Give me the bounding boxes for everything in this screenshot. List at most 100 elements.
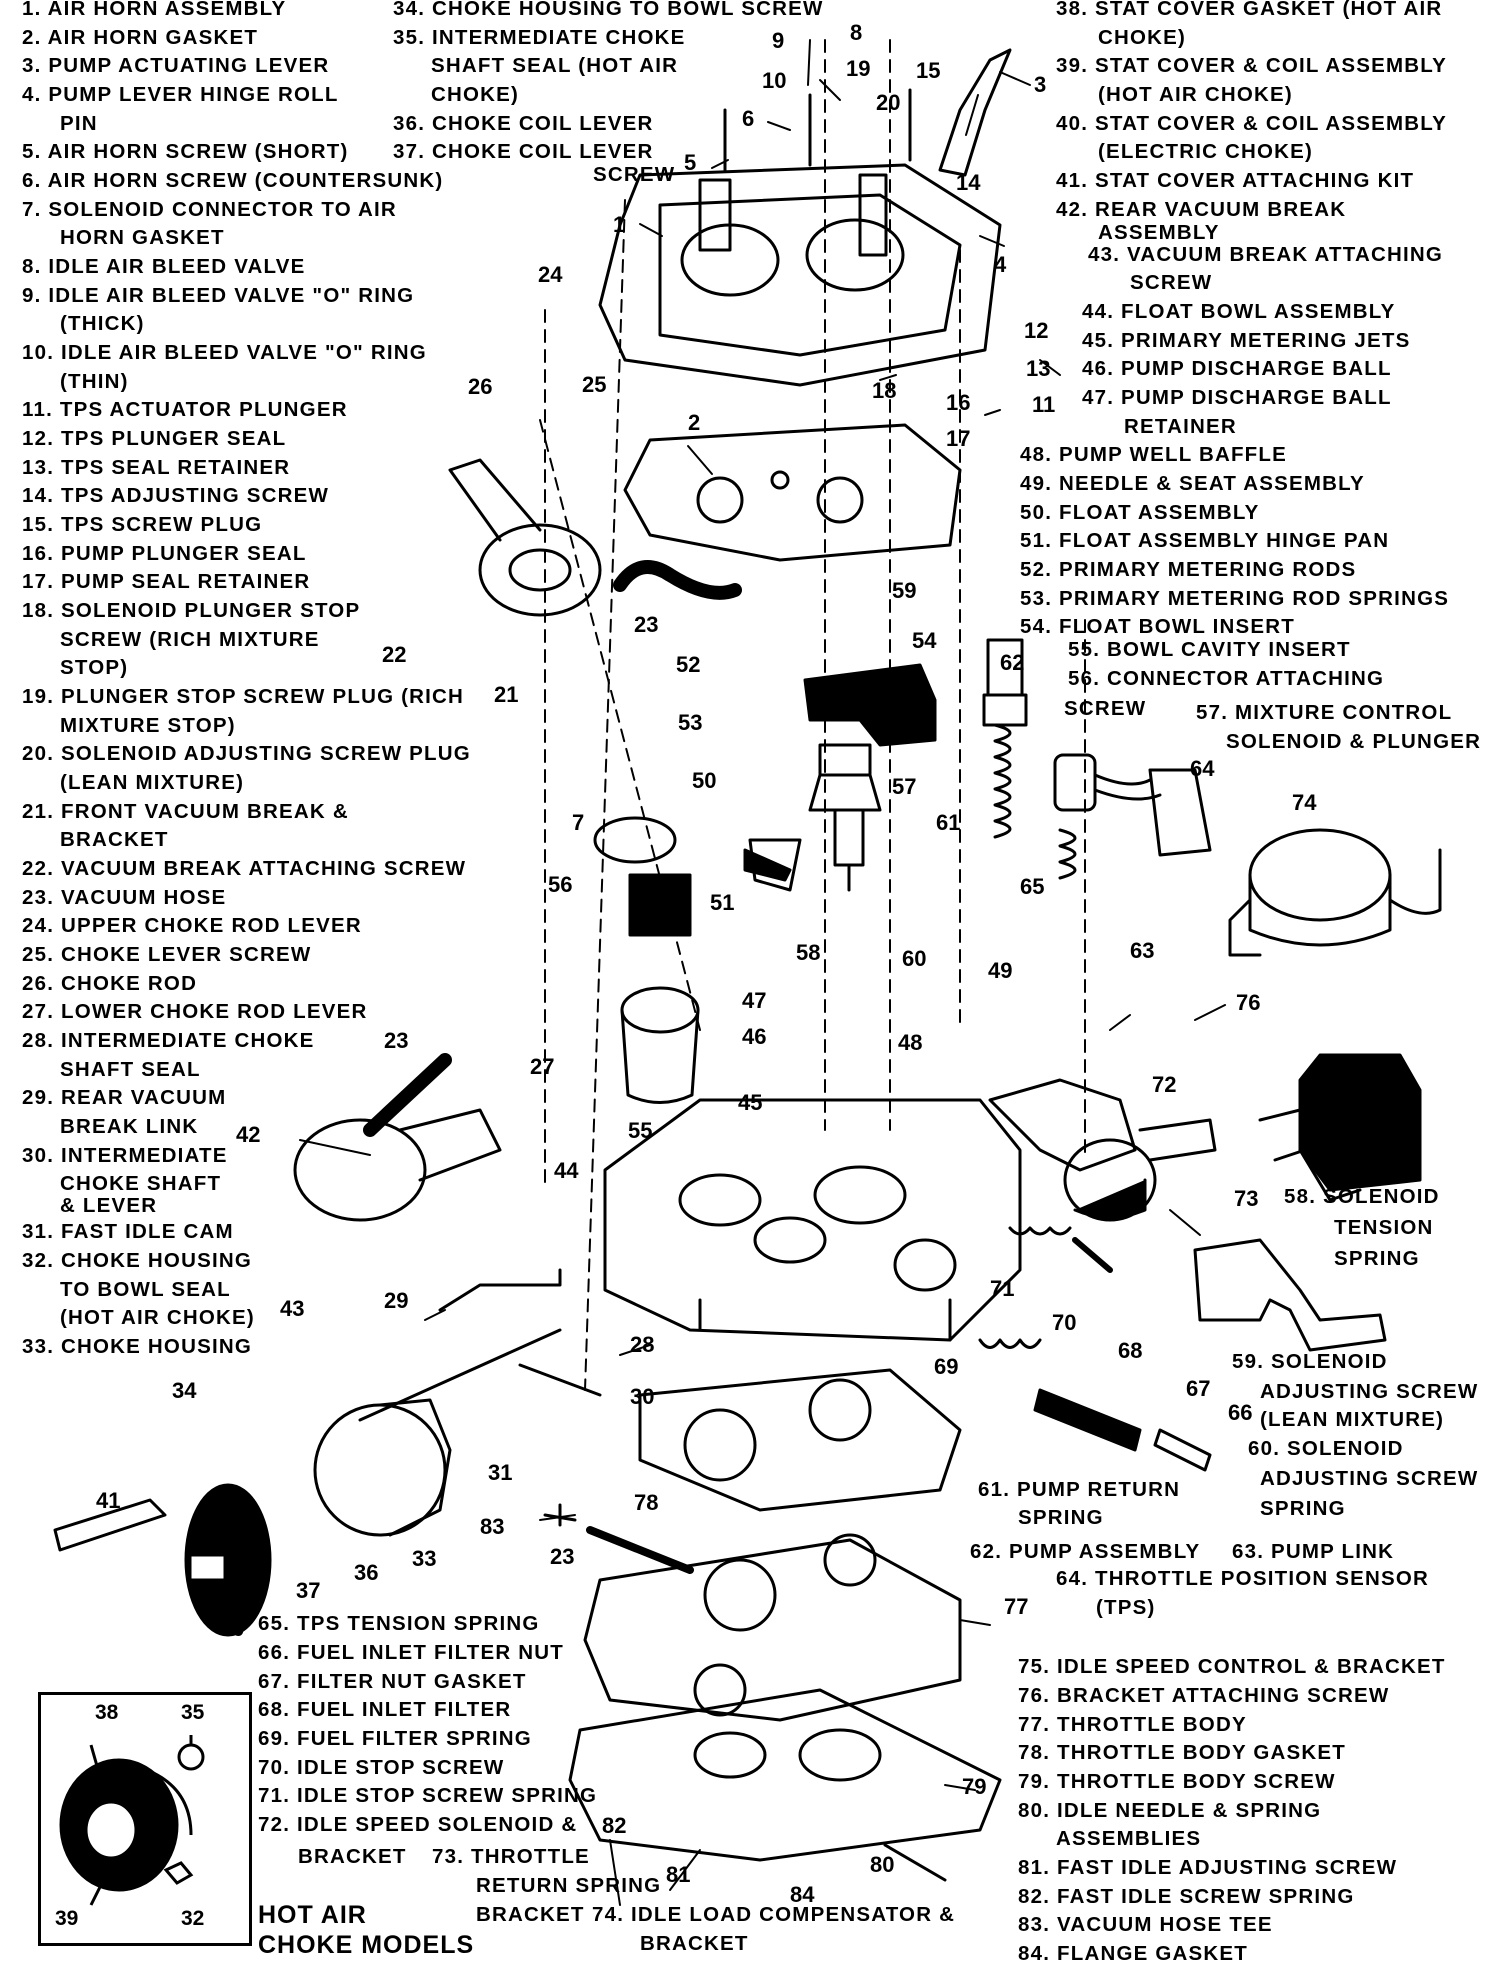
legend-item-58: 58. SOLENOID: [1284, 1185, 1440, 1208]
float-assembly: [743, 838, 802, 892]
legend-item-45: 45. PRIMARY METERING JETS: [1082, 329, 1411, 352]
throttle-body: [583, 1533, 962, 1722]
legend-item-47-cont: RETAINER: [1124, 415, 1237, 438]
callout-65: 65: [1020, 874, 1045, 899]
legend-item-28: 28. INTERMEDIATE CHOKE: [22, 1029, 315, 1052]
legend-item-11: 11. TPS ACTUATOR PLUNGER: [22, 398, 348, 421]
callout-11: 11: [1032, 392, 1056, 417]
callout-70: 70: [1052, 1310, 1077, 1335]
callout-53: 53: [678, 710, 703, 735]
callout-52: 52: [676, 652, 701, 677]
callout-19: 19: [846, 56, 871, 81]
legend-item-4-cont: PIN: [60, 112, 98, 135]
legend-item-17: 17. PUMP SEAL RETAINER: [22, 570, 311, 593]
callout-84: 84: [790, 1882, 815, 1907]
legend-item-30-cont: CHOKE SHAFT: [60, 1172, 222, 1195]
pump-actuating-lever: [938, 48, 1012, 177]
legend-item-64-cont: (TPS): [1096, 1596, 1156, 1619]
callout-24: 24: [538, 262, 563, 287]
legend-item-42-cont: ASSEMBLY: [1098, 221, 1220, 244]
legend-item-14: 14. TPS ADJUSTING SCREW: [22, 484, 330, 507]
throttle-body-gasket: [638, 1368, 962, 1512]
legend-item-29-cont: BREAK LINK: [60, 1115, 199, 1138]
callout-33: 33: [412, 1546, 437, 1571]
legend-item-25: 25. CHOKE LEVER SCREW: [22, 943, 312, 966]
legend-item-18-cont2: STOP): [60, 656, 129, 679]
callout-62: 62: [1000, 650, 1025, 675]
legend-item-40-cont: (ELECTRIC CHOKE): [1098, 140, 1314, 163]
legend-item-5: 5. AIR HORN SCREW (SHORT): [22, 140, 349, 163]
callout-20: 20: [876, 90, 901, 115]
legend-item-77: 77. THROTTLE BODY: [1018, 1713, 1247, 1736]
legend-item-30: 30. INTERMEDIATE: [22, 1144, 228, 1167]
legend-item-38-cont: CHOKE): [1098, 26, 1187, 49]
callout-28: 28: [630, 1332, 655, 1357]
legend-item-35: 35. INTERMEDIATE CHOKE: [393, 26, 686, 49]
legend-item-73-cont: RETURN SPRING: [476, 1874, 662, 1897]
callout-75: 75: [1390, 1130, 1415, 1155]
legend-item-84: 84. FLANGE GASKET: [1018, 1942, 1248, 1965]
legend-item-83: 83. VACUUM HOSE TEE: [1018, 1913, 1273, 1936]
legend-item-35-cont2: CHOKE): [431, 83, 520, 106]
hot-air-choke-inset: 38 35 39 32: [38, 1692, 252, 1946]
legend-item-60-cont2: SPRING: [1260, 1497, 1346, 1520]
callout-17: 17: [946, 426, 971, 451]
callout-80: 80: [870, 1852, 895, 1877]
callout-67: 67: [1186, 1376, 1211, 1401]
legend-item-1: 1. AIR HORN ASSEMBLY: [22, 0, 287, 20]
legend-item-30-cont2: & LEVER: [60, 1194, 158, 1217]
legend-item-70: 70. IDLE STOP SCREW: [258, 1756, 505, 1779]
legend-item-36: 36. CHOKE COIL LEVER: [393, 112, 654, 135]
callout-42: 42: [236, 1122, 261, 1147]
legend-item-43-cont: SCREW: [1130, 271, 1213, 294]
legend-item-8: 8. IDLE AIR BLEED VALVE: [22, 255, 306, 278]
callout-26: 26: [468, 374, 493, 399]
legend-item-82: 82. FAST IDLE SCREW SPRING: [1018, 1885, 1355, 1908]
callout-3: 3: [1034, 72, 1047, 97]
mixture-control-solenoid: [808, 743, 882, 892]
callout-41: 41: [96, 1488, 121, 1513]
legend-item-19: 19. PLUNGER STOP SCREW PLUG (RICH: [22, 685, 465, 708]
callout-7: 7: [572, 810, 585, 835]
legend-item-13: 13. TPS SEAL RETAINER: [22, 456, 291, 479]
callout-44: 44: [554, 1158, 579, 1183]
legend-item-72: 72. IDLE SPEED SOLENOID &: [258, 1813, 578, 1836]
callout-82: 82: [602, 1813, 627, 1838]
legend-item-76: 76. BRACKET ATTACHING SCREW: [1018, 1684, 1390, 1707]
callout-63: 63: [1130, 938, 1155, 963]
idle-needle: [883, 1843, 947, 1882]
legend-item-32-cont: TO BOWL SEAL: [60, 1278, 231, 1301]
pump-assembly: [982, 638, 1028, 839]
legend-item-20: 20. SOLENOID ADJUSTING SCREW PLUG: [22, 742, 471, 765]
callout-57: 57: [892, 774, 917, 799]
rear-vacuum-break-link: [438, 1268, 562, 1312]
legend-item-37-cont: SCREW: [593, 163, 676, 186]
legend-item-63: 63. PUMP LINK: [1232, 1540, 1395, 1563]
legend-item-29: 29. REAR VACUUM: [22, 1086, 227, 1109]
callout-18: 18: [872, 378, 897, 403]
legend-item-19-cont: MIXTURE STOP): [60, 714, 236, 737]
callout-37: 37: [296, 1578, 321, 1603]
air-horn-assembly: [598, 88, 1002, 387]
legend-item-81: 81. FAST IDLE ADJUSTING SCREW: [1018, 1856, 1398, 1879]
callout-45: 45: [738, 1090, 763, 1115]
callout-14: 14: [956, 170, 981, 195]
legend-item-21: 21. FRONT VACUUM BREAK &: [22, 800, 349, 823]
legend-item-52: 52. PRIMARY METERING RODS: [1020, 558, 1357, 581]
callout-66: 66: [1228, 1400, 1253, 1425]
callout-23-top: 23: [634, 612, 659, 637]
leader-lines: [299, 39, 1226, 1906]
callout-36: 36: [354, 1560, 379, 1585]
callout-6: 6: [742, 106, 755, 131]
fuel-filter-spring: [978, 1338, 1042, 1349]
callout-2: 2: [688, 410, 701, 435]
legend-item-7: 7. SOLENOID CONNECTOR TO AIR: [22, 198, 397, 221]
callout-40: 40: [220, 1616, 245, 1641]
callout-46: 46: [742, 1024, 767, 1049]
callout-81: 81: [666, 1862, 691, 1887]
legend-item-15: 15. TPS SCREW PLUG: [22, 513, 263, 536]
legend-item-51: 51. FLOAT ASSEMBLY HINGE PAN: [1020, 529, 1390, 552]
legend-item-39-cont: (HOT AIR CHOKE): [1098, 83, 1293, 106]
callout-51: 51: [710, 890, 735, 915]
